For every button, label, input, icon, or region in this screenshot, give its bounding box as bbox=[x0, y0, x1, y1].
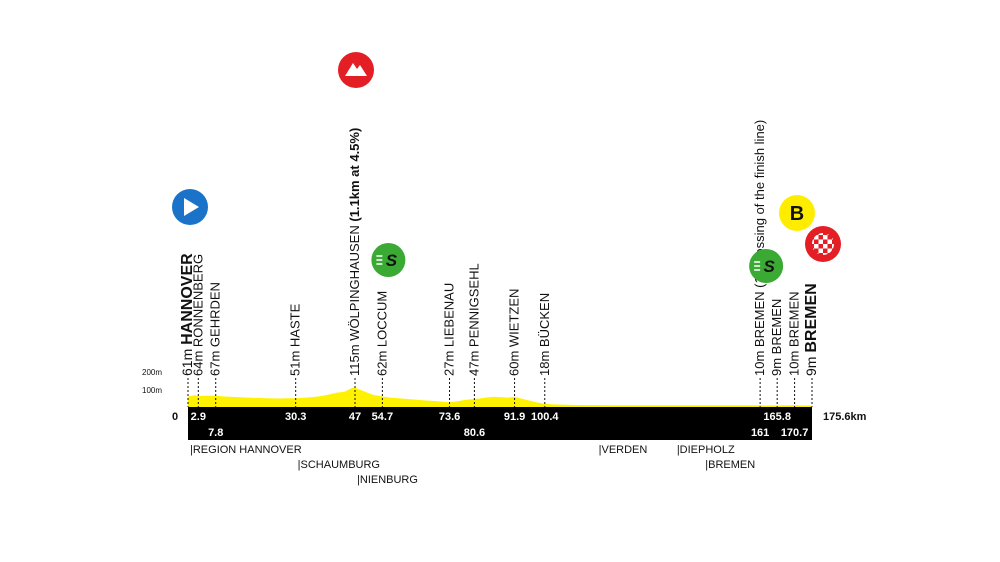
kom-icon bbox=[338, 52, 374, 88]
km-label-top: 2.9 bbox=[191, 411, 206, 423]
region-label: |VERDEN bbox=[599, 444, 648, 456]
km-label-top: 30.3 bbox=[285, 411, 306, 423]
region-label: |REGION HANNOVER bbox=[190, 444, 302, 456]
place-label: 62m LOCCUM bbox=[374, 291, 389, 376]
place-label: 10m BREMEN bbox=[787, 291, 802, 376]
alt-tick-200: 200m bbox=[142, 368, 162, 377]
place-label: 18m BÜCKEN bbox=[537, 293, 552, 376]
km-label-top: 100.4 bbox=[531, 411, 559, 423]
km-label-top: 91.9 bbox=[504, 411, 525, 423]
place-label: 9m BREMEN bbox=[803, 283, 820, 376]
km-label-top: 165.8 bbox=[763, 411, 791, 423]
zero-km-label: 0 bbox=[172, 411, 178, 423]
svg-text:S: S bbox=[386, 251, 398, 270]
place-label: 60m WIETZEN bbox=[507, 289, 522, 376]
sprint-icon-loccum: S bbox=[371, 243, 406, 277]
alt-tick-100: 100m bbox=[142, 386, 162, 395]
svg-text:S: S bbox=[763, 257, 775, 276]
km-label-top: 73.6 bbox=[439, 411, 460, 423]
place-label: 47m PENNIGSEHL bbox=[466, 263, 481, 376]
km-label-bottom: 170.7 bbox=[781, 427, 809, 439]
km-label-bottom: 7.8 bbox=[208, 427, 223, 439]
place-label: 10m BREMEN (1st crossing of the finish l… bbox=[752, 120, 767, 376]
place-label: 67m GEHRDEN bbox=[208, 282, 223, 376]
svg-text:B: B bbox=[790, 203, 804, 225]
region-label: |NIENBURG bbox=[357, 474, 418, 486]
km-label-bottom: 80.6 bbox=[464, 427, 485, 439]
place-label: 9m BREMEN bbox=[769, 299, 784, 376]
sprint-icon-bremen: S bbox=[749, 249, 784, 283]
region-label: |DIEPHOLZ bbox=[677, 444, 735, 456]
region-label: |BREMEN bbox=[705, 459, 755, 471]
place-label: 64m RONNENBERG bbox=[190, 254, 205, 376]
place-label: 115m WÖLPINGHAUSEN (1.1km at 4.5%) bbox=[347, 128, 362, 376]
km-label-top: 54.7 bbox=[372, 411, 393, 423]
elevation-profile-area bbox=[188, 387, 812, 407]
distance-band bbox=[188, 407, 812, 440]
start-icon bbox=[172, 189, 208, 225]
finish-icon bbox=[805, 226, 841, 262]
km-label-bottom: 161 bbox=[751, 427, 769, 439]
place-label: 61m HANNOVER bbox=[179, 253, 196, 376]
bonus-icon: B bbox=[779, 195, 815, 231]
total-distance-label: 175.6km bbox=[823, 411, 867, 423]
place-label: 27m LIEBENAU bbox=[442, 283, 457, 376]
region-label: |SCHAUMBURG bbox=[298, 459, 380, 471]
place-label: 51m HASTE bbox=[288, 303, 303, 376]
km-label-top: 47 bbox=[349, 411, 361, 423]
